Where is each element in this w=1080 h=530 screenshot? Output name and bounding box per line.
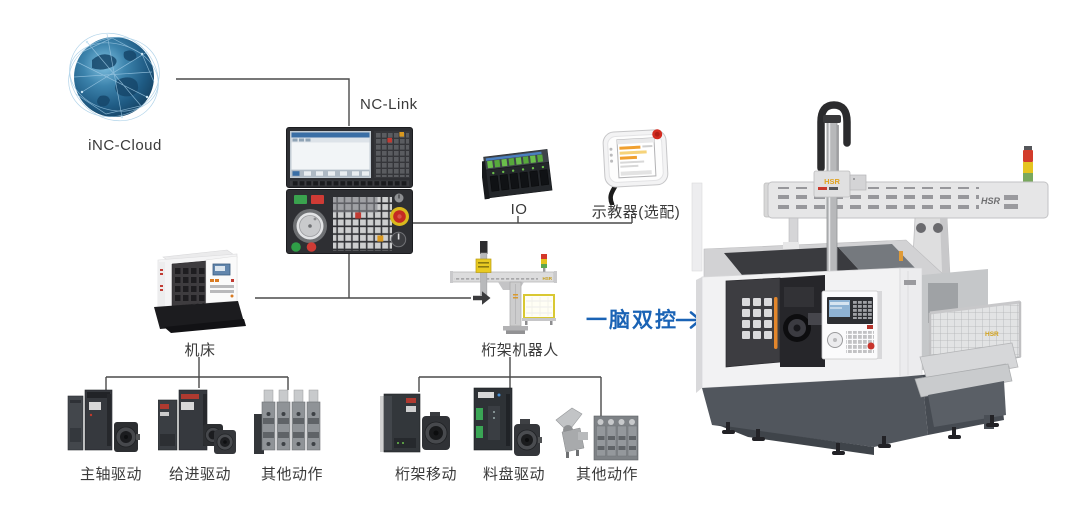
gantry-move-drive-icon bbox=[380, 393, 450, 453]
other-actions-left-icon bbox=[254, 389, 321, 454]
drive-label-feed: 给进驱动 bbox=[168, 466, 232, 483]
drive-label-tray: 料盘驱动 bbox=[482, 466, 546, 483]
banner-text: 一脑双控 bbox=[586, 309, 678, 332]
brand-mark: HSR bbox=[985, 331, 999, 338]
brand-mark: HSR bbox=[824, 177, 840, 186]
nc-link-label: NC-Link bbox=[360, 96, 418, 113]
drive-label-other-left: 其他动作 bbox=[260, 466, 324, 483]
io-module-icon bbox=[482, 149, 553, 200]
machine-tool-icon bbox=[154, 249, 246, 333]
feed-drive-icon bbox=[158, 389, 236, 454]
io-label: IO bbox=[510, 201, 528, 218]
cage-basket-icon: HSR bbox=[914, 300, 1022, 429]
cloud-label: iNC-Cloud bbox=[88, 137, 162, 154]
globe-network-icon bbox=[68, 32, 160, 122]
gantry-robot-icon: HSR bbox=[450, 241, 557, 334]
pendant-label: 示教器(选配) bbox=[591, 204, 681, 221]
cable-carrier-icon bbox=[817, 101, 851, 172]
other-actions-right-icon bbox=[555, 407, 639, 461]
gripper-icon bbox=[473, 291, 491, 305]
machine-with-gantry-photo: HSR HSR bbox=[691, 101, 1049, 455]
drive-label-gantry-move: 桁架移动 bbox=[394, 466, 458, 483]
drive-label-spindle: 主轴驱动 bbox=[79, 466, 143, 483]
drive-label-other-right: 其他动作 bbox=[575, 466, 639, 483]
machine-tool-label: 机床 bbox=[184, 342, 216, 359]
tray-drive-icon bbox=[473, 387, 542, 456]
machine-control-panel-icon bbox=[821, 290, 882, 360]
teach-pendant-icon bbox=[602, 129, 669, 205]
spindle-drive-icon bbox=[67, 389, 140, 452]
cnc-controller-icon bbox=[286, 127, 413, 254]
gantry-robot-label: 桁架机器人 bbox=[481, 342, 559, 359]
brand-mark: HSR bbox=[542, 276, 552, 281]
door-handle-icon bbox=[774, 297, 778, 349]
leveling-feet-icon bbox=[722, 415, 999, 455]
brand-mark: HSR bbox=[981, 196, 1001, 206]
